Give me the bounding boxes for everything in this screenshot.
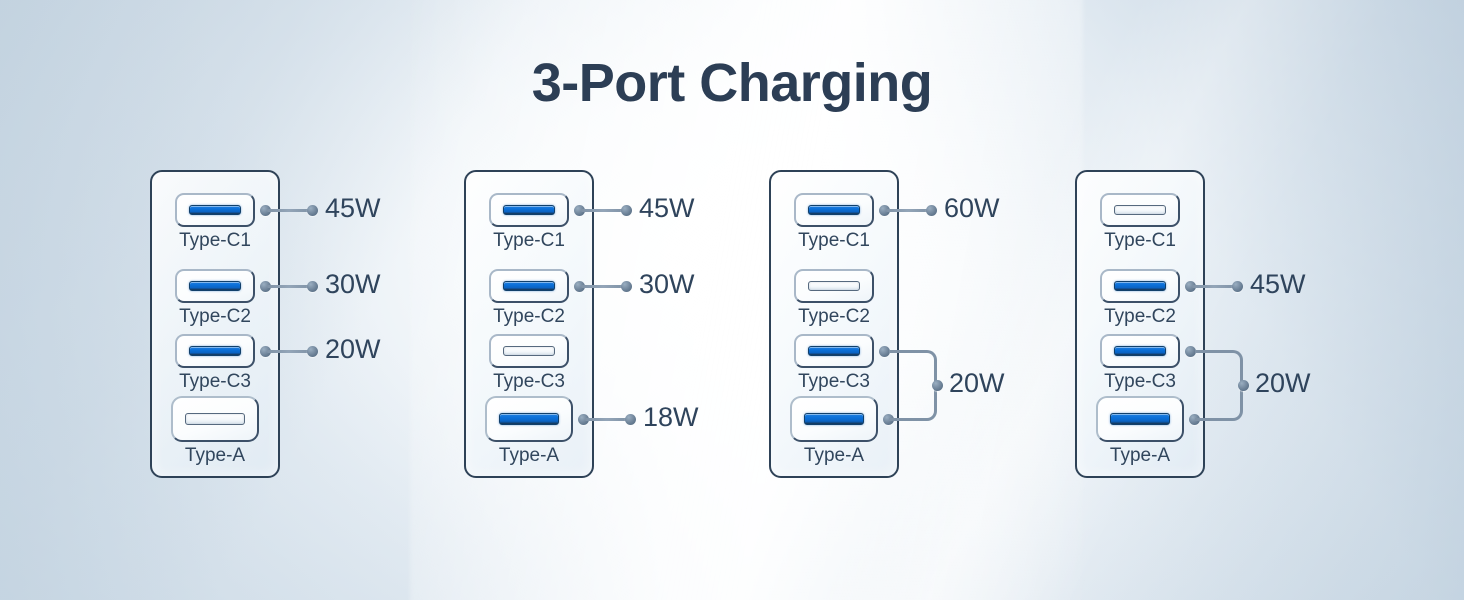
shared-connector-node-bottom xyxy=(883,413,894,425)
connector-line xyxy=(267,208,311,212)
connector-node-port-side xyxy=(574,204,585,216)
port-label-type-c1-device-3: Type-C1 xyxy=(798,230,870,251)
port-label-type-c1-device-2: Type-C1 xyxy=(493,230,565,251)
wattage-label-type-c1-device-3: 60W xyxy=(944,193,1000,223)
connector-node-label-side xyxy=(307,204,318,216)
port-label-type-c2-device-3: Type-C2 xyxy=(798,306,870,327)
active-slot-indicator xyxy=(1110,413,1170,425)
connector-node-label-side xyxy=(621,204,632,216)
active-slot-indicator xyxy=(499,413,559,425)
connector-node-port-side xyxy=(578,413,589,425)
connector-node-label-side xyxy=(926,204,937,216)
active-slot-indicator xyxy=(189,346,241,356)
wattage-label-type-c1-device-1: 45W xyxy=(325,193,381,223)
port-type-a-device-3[interactable] xyxy=(790,396,878,442)
port-label-type-c3-device-2: Type-C3 xyxy=(493,371,565,392)
port-type-c1-device-3[interactable] xyxy=(794,193,874,227)
active-slot-indicator xyxy=(808,346,860,356)
active-slot-indicator xyxy=(503,205,555,215)
port-type-c2-device-3[interactable] xyxy=(794,269,874,303)
port-label-type-c2-device-1: Type-C2 xyxy=(179,306,251,327)
connector-line xyxy=(267,284,311,288)
connector-node-port-side xyxy=(879,204,890,216)
connector-node-label-side xyxy=(1232,280,1243,292)
inactive-slot-indicator xyxy=(1114,205,1166,215)
port-label-type-a-device-3: Type-A xyxy=(803,445,865,466)
shared-connector-node-top xyxy=(879,345,890,357)
wattage-label-type-c2-device-1: 30W xyxy=(325,269,381,299)
port-label-type-c3-device-3: Type-C3 xyxy=(798,371,870,392)
wattage-label-type-a-device-2: 18W xyxy=(643,402,699,432)
port-label-type-c2-device-4: Type-C2 xyxy=(1104,306,1176,327)
port-label-type-c3-device-1: Type-C3 xyxy=(179,371,251,392)
shared-connector-node-top xyxy=(1185,345,1196,357)
port-type-a-device-2[interactable] xyxy=(485,396,573,442)
connector-line xyxy=(581,284,625,288)
shared-wattage-label-device-4: 20W xyxy=(1255,368,1311,398)
connector-line xyxy=(585,417,629,421)
port-type-c1-device-1[interactable] xyxy=(175,193,255,227)
wattage-label-type-c2-device-2: 30W xyxy=(639,269,695,299)
port-type-a-device-1[interactable] xyxy=(171,396,259,442)
active-slot-indicator xyxy=(804,413,864,425)
port-type-c2-device-2[interactable] xyxy=(489,269,569,303)
connector-line xyxy=(1192,284,1236,288)
inactive-slot-indicator xyxy=(185,413,245,425)
connector-line xyxy=(581,208,625,212)
active-slot-indicator xyxy=(189,281,241,291)
shared-power-bracket xyxy=(889,349,937,421)
port-type-c1-device-2[interactable] xyxy=(489,193,569,227)
port-type-c3-device-4[interactable] xyxy=(1100,334,1180,368)
shared-connector-node-middle xyxy=(931,379,943,391)
port-label-type-c1-device-4: Type-C1 xyxy=(1104,230,1176,251)
inactive-slot-indicator xyxy=(808,281,860,291)
connector-node-label-side xyxy=(307,280,318,292)
connector-node-label-side xyxy=(307,345,318,357)
connector-node-port-side xyxy=(260,204,271,216)
connector-node-label-side xyxy=(625,413,636,425)
connector-node-port-side xyxy=(1185,280,1196,292)
port-type-c3-device-2[interactable] xyxy=(489,334,569,368)
port-type-c2-device-1[interactable] xyxy=(175,269,255,303)
port-label-type-c2-device-2: Type-C2 xyxy=(493,306,565,327)
inactive-slot-indicator xyxy=(503,346,555,356)
shared-connector-node-middle xyxy=(1237,379,1249,391)
connector-node-port-side xyxy=(574,280,585,292)
shared-wattage-label-device-3: 20W xyxy=(949,368,1005,398)
wattage-label-type-c1-device-2: 45W xyxy=(639,193,695,223)
active-slot-indicator xyxy=(808,205,860,215)
port-type-a-device-4[interactable] xyxy=(1096,396,1184,442)
connector-line xyxy=(267,349,311,353)
active-slot-indicator xyxy=(1114,281,1166,291)
port-label-type-a-device-1: Type-A xyxy=(184,445,246,466)
port-type-c3-device-3[interactable] xyxy=(794,334,874,368)
port-type-c2-device-4[interactable] xyxy=(1100,269,1180,303)
connector-node-label-side xyxy=(621,280,632,292)
connector-node-port-side xyxy=(260,345,271,357)
page-title: 3-Port Charging xyxy=(531,53,933,113)
active-slot-indicator xyxy=(189,205,241,215)
connector-line xyxy=(886,208,930,212)
port-label-type-a-device-2: Type-A xyxy=(498,445,560,466)
port-label-type-a-device-4: Type-A xyxy=(1109,445,1171,466)
wattage-label-type-c3-device-1: 20W xyxy=(325,334,381,364)
active-slot-indicator xyxy=(503,281,555,291)
shared-connector-node-bottom xyxy=(1189,413,1200,425)
port-label-type-c3-device-4: Type-C3 xyxy=(1104,371,1176,392)
port-label-type-c1-device-1: Type-C1 xyxy=(179,230,251,251)
port-type-c1-device-4[interactable] xyxy=(1100,193,1180,227)
active-slot-indicator xyxy=(1114,346,1166,356)
shared-power-bracket xyxy=(1195,349,1243,421)
wattage-label-type-c2-device-4: 45W xyxy=(1250,269,1306,299)
port-type-c3-device-1[interactable] xyxy=(175,334,255,368)
connector-node-port-side xyxy=(260,280,271,292)
